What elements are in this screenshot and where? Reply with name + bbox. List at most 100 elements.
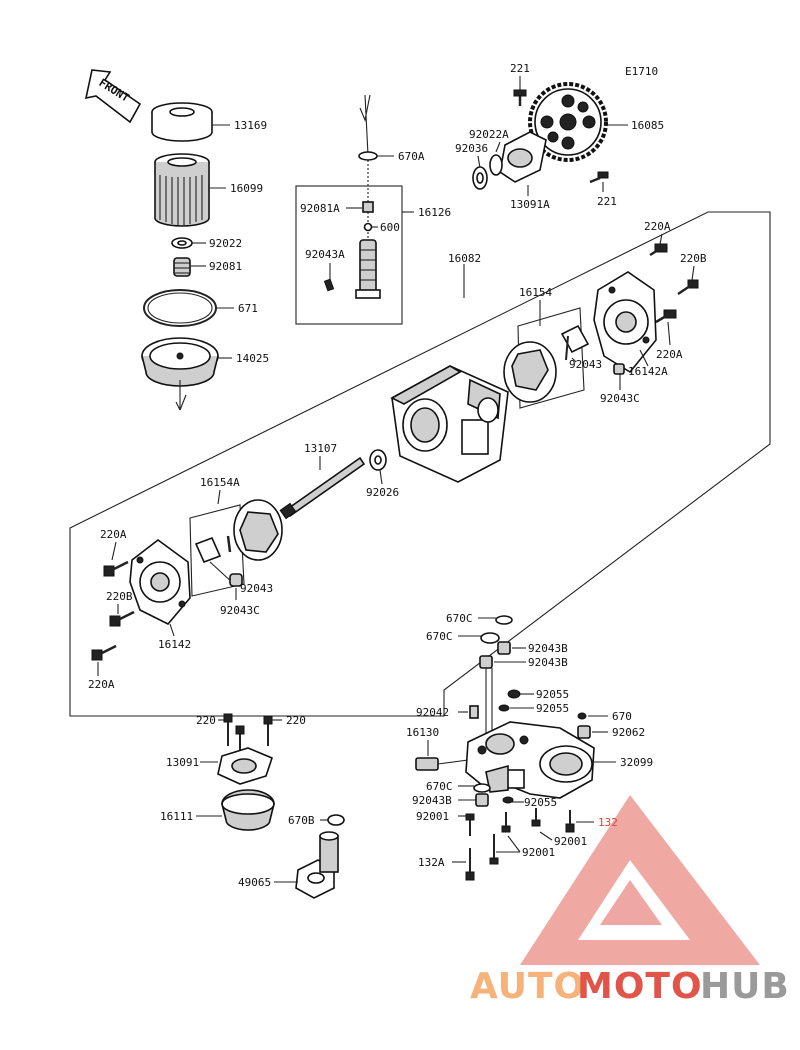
bolt-220B-top <box>677 279 699 296</box>
bolt-220B-left <box>109 610 135 627</box>
bolt-92001-2 <box>531 808 541 827</box>
label-92062: 92062 <box>612 726 645 739</box>
oil-filter-16099 <box>154 153 210 227</box>
label-220A-bot: 220A <box>88 678 115 691</box>
spring-92081 <box>173 257 191 277</box>
label-16126: 16126 <box>418 206 451 219</box>
label-671: 671 <box>238 302 258 315</box>
dowel-92043B-1 <box>497 641 511 655</box>
label-92001-3: 92001 <box>522 846 555 859</box>
label-92081: 92081 <box>209 260 242 273</box>
label-13091: 13091 <box>166 756 199 769</box>
oil-filter-cap-13169 <box>151 102 213 142</box>
bolt-221-top <box>513 89 527 106</box>
watermark-text-moto: MOTO <box>577 966 703 1007</box>
label-16142A: 16142A <box>628 365 668 378</box>
label-92043-left: 92043 <box>240 582 273 595</box>
label-13091A: 13091A <box>510 198 550 211</box>
washer-92026 <box>369 449 387 471</box>
oil-pump-assembly-box <box>69 211 771 717</box>
label-221-top: 221 <box>510 62 530 75</box>
label-16111: 16111 <box>160 810 193 823</box>
bolt-132 <box>565 810 575 833</box>
label-14025: 14025 <box>236 352 269 365</box>
label-92022: 92022 <box>209 237 242 250</box>
bolt-132A <box>465 848 475 881</box>
label-220B-top: 220B <box>680 252 707 265</box>
flange-13091 <box>217 747 273 785</box>
washer-670A <box>358 151 378 161</box>
label-92043C-left: 92043C <box>220 604 260 617</box>
pipe-49065 <box>295 831 339 899</box>
relief-valve-box <box>295 185 403 325</box>
label-670C-3: 670C <box>426 780 453 793</box>
label-92043-top: 92043 <box>569 358 602 371</box>
label-16130: 16130 <box>406 726 439 739</box>
o-ring-92055-2 <box>498 704 510 712</box>
watermark-text-hub: HUB <box>700 966 790 1007</box>
label-92055-3: 92055 <box>524 796 557 809</box>
washer-92022 <box>171 237 193 249</box>
diagram-code: E1710 <box>625 65 658 78</box>
ball-600 <box>363 222 373 232</box>
label-16099: 16099 <box>230 182 263 195</box>
o-ring-92055-3 <box>502 796 514 804</box>
label-92001-1: 92001 <box>416 810 449 823</box>
strainer-16111 <box>221 789 275 831</box>
flange-13091A <box>499 131 547 183</box>
rotor-16154 <box>503 341 557 403</box>
label-92081A: 92081A <box>300 202 340 215</box>
label-92022A: 92022A <box>469 128 509 141</box>
label-13169: 13169 <box>234 119 267 132</box>
label-92055-2: 92055 <box>536 702 569 715</box>
o-ring-671 <box>143 289 217 327</box>
pin-92043-top <box>560 324 590 361</box>
pump-housing <box>390 365 509 483</box>
label-92043B-3: 92043B <box>412 794 452 807</box>
rotor-16154A <box>233 499 283 561</box>
label-220-left: 220 <box>196 714 216 727</box>
bolt-92001-3 <box>489 812 511 865</box>
label-92036: 92036 <box>455 142 488 155</box>
label-220-right: 220 <box>286 714 306 727</box>
label-32099: 32099 <box>620 756 653 769</box>
dowel-92043C-top <box>613 363 625 375</box>
label-670A: 670A <box>398 150 425 163</box>
bolt-221-right <box>589 171 609 184</box>
dowel-92043B-2 <box>479 655 493 669</box>
label-220A-top: 220A <box>644 220 671 233</box>
plug-92062 <box>577 725 591 739</box>
label-16154: 16154 <box>519 286 552 299</box>
label-132A: 132A <box>418 856 445 869</box>
label-670B: 670B <box>288 814 315 827</box>
label-16154A: 16154A <box>200 476 240 489</box>
filter-cover-14025 <box>141 337 219 387</box>
label-92026: 92026 <box>366 486 399 499</box>
label-220B-left: 220B <box>106 590 133 603</box>
valve-body-92043A <box>355 239 381 299</box>
bolt-220A-left <box>103 560 129 577</box>
label-670C-2: 670C <box>426 630 453 643</box>
o-ring-670C-3 <box>473 783 491 793</box>
bolt-220A-bot <box>91 644 117 661</box>
label-670: 670 <box>612 710 632 723</box>
label-13107: 13107 <box>304 442 337 455</box>
pump-cover-16142 <box>129 538 191 625</box>
watermark-logo <box>520 795 760 965</box>
dowel-92043B-3 <box>475 793 489 807</box>
valve-16130 <box>415 757 469 771</box>
bolt-220-right <box>263 715 273 746</box>
plug-92081A <box>362 201 374 213</box>
bolt-92001-1 <box>465 813 475 836</box>
label-220A-left: 220A <box>100 528 127 541</box>
front-arrow-icon: FRONT <box>84 69 142 124</box>
label-92043A: 92043A <box>305 248 345 261</box>
pump-body-32099 <box>465 721 595 799</box>
label-92043B-2: 92043B <box>528 656 568 669</box>
label-92055-1: 92055 <box>536 688 569 701</box>
label-92043C-top: 92043C <box>600 392 640 405</box>
label-92001-2: 92001 <box>554 835 587 848</box>
o-ring-670C-2 <box>480 632 500 644</box>
label-600: 600 <box>380 221 400 234</box>
o-ring-670C-1 <box>495 615 513 625</box>
